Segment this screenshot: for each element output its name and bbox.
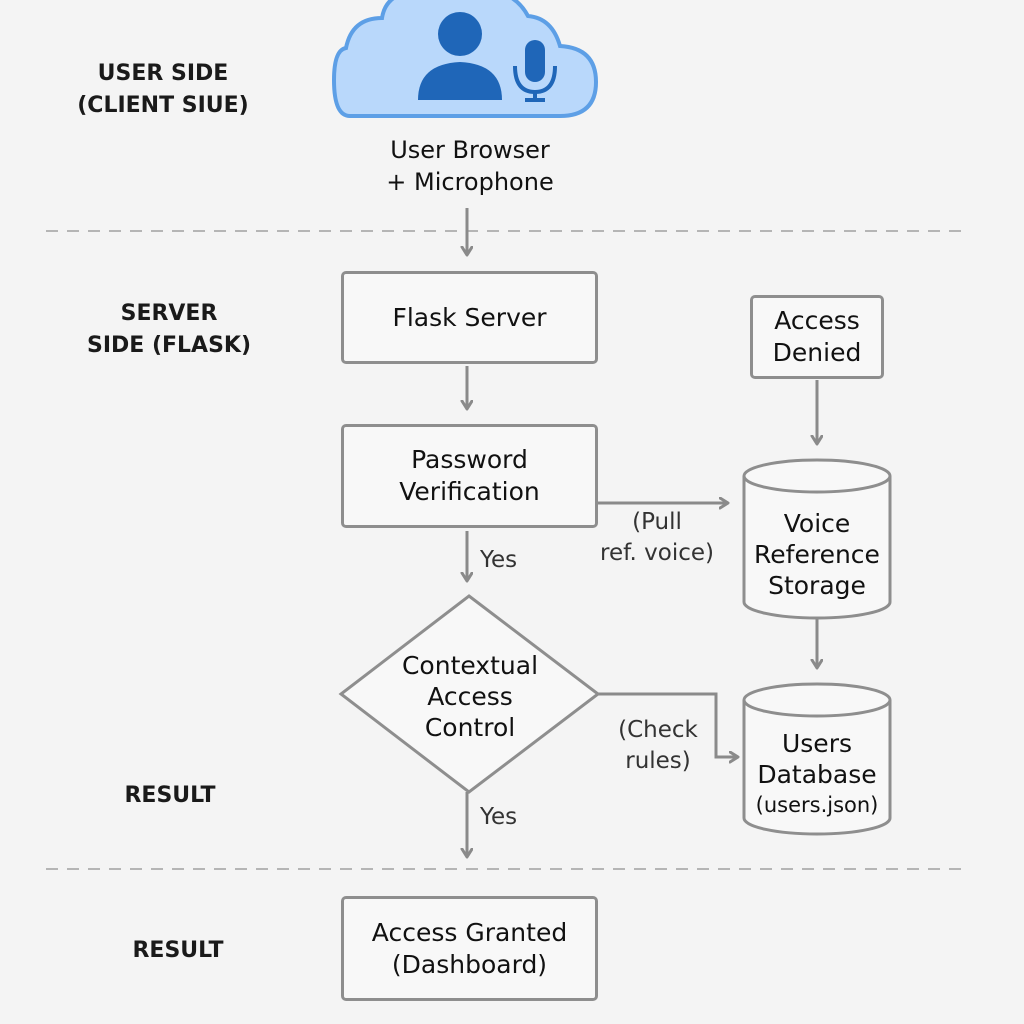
flask-server-label: Flask Server bbox=[392, 302, 547, 332]
access-denied-node: Access Denied bbox=[750, 295, 884, 379]
contextual-access-control-diamond bbox=[338, 594, 601, 794]
users-database-label: Users Database (users.json) bbox=[744, 728, 890, 821]
edge-label-pull-ref-voice: (Pull ref. voice) bbox=[596, 507, 718, 569]
lane-label-result-upper: RESULT bbox=[124, 783, 216, 808]
users-database-label-line2: Database bbox=[757, 760, 877, 789]
password-verification-label-line1: Password bbox=[411, 445, 528, 474]
lane-label-user-side: USER SIDE (CLIENT SIUE) bbox=[60, 58, 266, 122]
users-database-cylinder bbox=[742, 682, 892, 836]
lane-label-user-side-line1: USER SIDE bbox=[97, 61, 229, 86]
access-granted-node: Access Granted (Dashboard) bbox=[341, 896, 598, 1001]
microphone-icon bbox=[513, 40, 557, 102]
voice-reference-storage-label-line3: Storage bbox=[768, 571, 866, 600]
lane-label-server-side-line2: SIDE (FLASK) bbox=[86, 333, 252, 358]
contextual-access-control-label: Contextual Access Control bbox=[370, 650, 570, 743]
user-browser-label: User Browser + Microphone bbox=[355, 134, 585, 198]
edge-label-yes-context: Yes bbox=[480, 804, 518, 830]
edge-label-check-rules-line1: (Check bbox=[618, 717, 698, 743]
access-denied-label-line2: Denied bbox=[772, 338, 862, 367]
edge-label-pull-ref-voice-line1: (Pull bbox=[632, 509, 682, 535]
access-granted-label-line1: Access Granted bbox=[371, 917, 568, 947]
edge-label-yes-password: Yes bbox=[480, 547, 518, 573]
lane-label-result-lower: RESULT bbox=[132, 938, 224, 963]
users-database-label-line3: (users.json) bbox=[755, 793, 879, 817]
flask-server-node: Flask Server bbox=[341, 271, 598, 364]
cloud-user-microphone-icon bbox=[331, 0, 599, 118]
password-verification-node: Password Verification bbox=[341, 424, 598, 528]
lane-label-server-side: SERVER SIDE (FLASK) bbox=[62, 298, 276, 362]
voice-reference-storage-label-line2: Reference bbox=[754, 540, 880, 569]
edge-label-pull-ref-voice-line2: ref. voice) bbox=[600, 540, 714, 566]
user-browser-label-line1: User Browser bbox=[390, 136, 550, 164]
edge-label-check-rules: (Check rules) bbox=[606, 715, 710, 777]
access-denied-label-line1: Access bbox=[774, 306, 860, 335]
voice-reference-storage-label-line1: Voice bbox=[783, 509, 851, 538]
contextual-access-control-label-line3: Control bbox=[424, 713, 516, 742]
contextual-access-control-label-line2: Access bbox=[427, 682, 513, 711]
arrow-context-to-database bbox=[598, 692, 738, 757]
user-browser-label-line2: + Microphone bbox=[386, 168, 554, 196]
lane-label-server-side-line1: SERVER bbox=[120, 301, 218, 326]
password-verification-label-line2: Verification bbox=[399, 477, 540, 506]
contextual-access-control-label-line1: Contextual bbox=[401, 651, 539, 680]
user-icon bbox=[418, 12, 502, 100]
edge-label-check-rules-line2: rules) bbox=[625, 748, 691, 774]
users-database-label-line1: Users bbox=[781, 729, 852, 758]
access-granted-label-line2: (Dashboard) bbox=[391, 949, 548, 979]
voice-reference-storage-label: Voice Reference Storage bbox=[744, 508, 890, 601]
voice-reference-storage-cylinder bbox=[742, 458, 892, 620]
lane-label-user-side-line2: (CLIENT SIUE) bbox=[77, 93, 249, 118]
